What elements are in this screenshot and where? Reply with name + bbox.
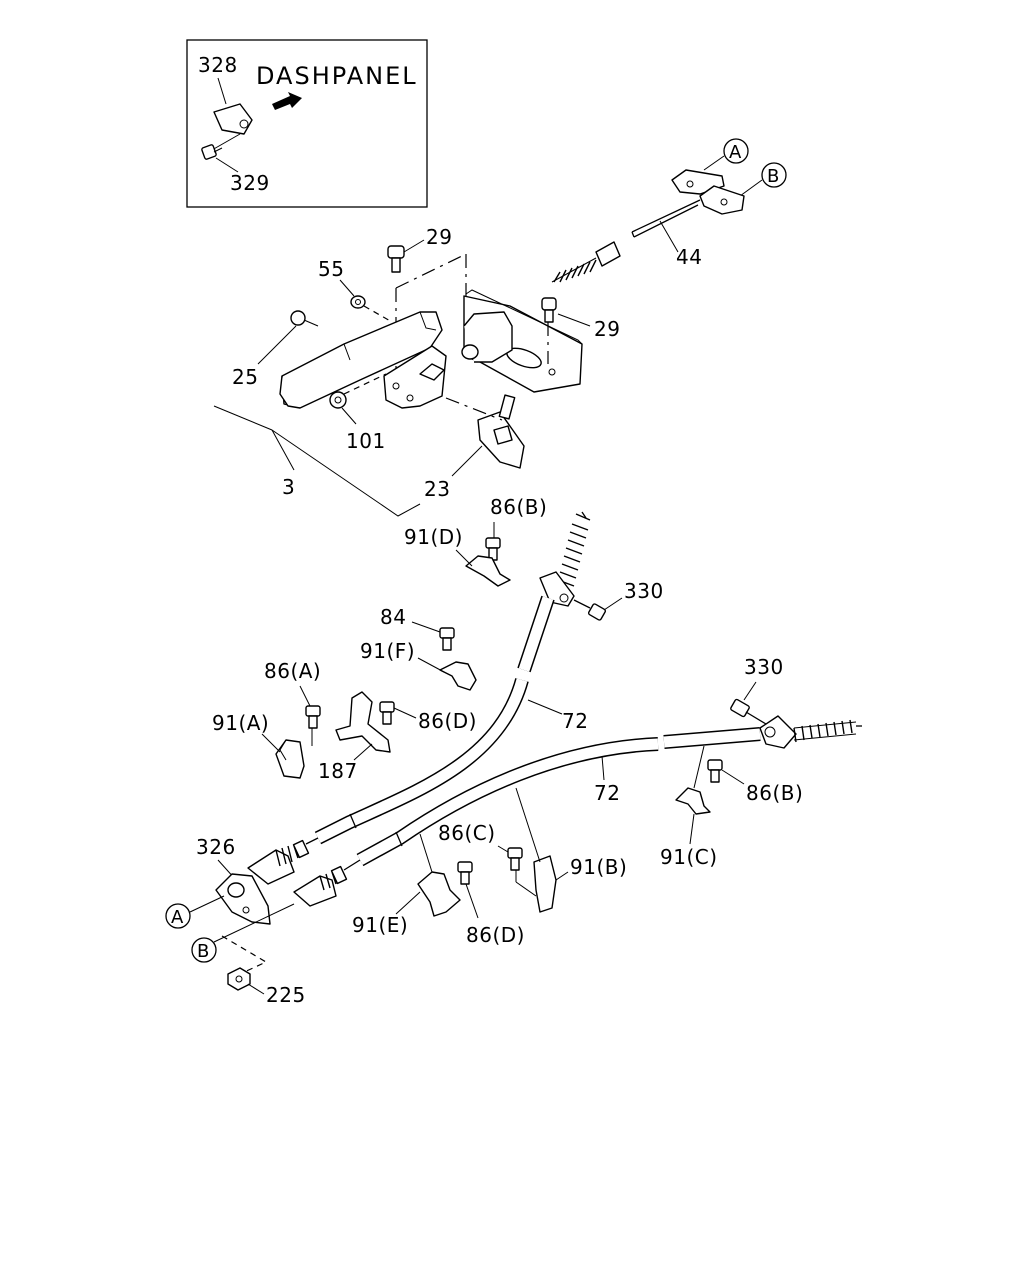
callout-91d: 91(D) [404, 525, 463, 549]
lower-cable-hardware: 86(C) 91(B) 91(E) 86(D) [352, 787, 627, 947]
callout-55: 55 [318, 257, 344, 281]
clip-91d [465, 555, 511, 587]
callout-91b: 91(B) [570, 855, 627, 879]
clip-91b [533, 855, 557, 913]
nut-225 [227, 967, 251, 991]
bolt-329 [201, 144, 223, 160]
callout-329: 329 [230, 171, 270, 195]
bolt-29-top [387, 245, 405, 273]
callout-29-right: 29 [594, 317, 620, 341]
bolt-86d-bottom [457, 861, 473, 885]
bracket-187 [335, 691, 391, 753]
dashpanel-bracket-328 [213, 103, 253, 135]
callout-187: 187 [318, 759, 358, 783]
cable-end-right [759, 715, 797, 749]
callout-23: 23 [424, 477, 450, 501]
callout-72-left: 72 [562, 709, 588, 733]
inset-title: DASHPANEL [256, 62, 418, 90]
callout-91f: 91(F) [360, 639, 415, 663]
callout-225: 225 [266, 983, 306, 1007]
equalizer-assembly: 326 A B 225 [165, 835, 361, 1007]
callout-86d-top: 86(D) [418, 709, 477, 733]
callout-330-top: 330 [624, 579, 664, 603]
callout-328: 328 [198, 53, 238, 77]
parking-brake-lever-assembly: 29 55 25 [213, 225, 620, 517]
direction-arrow-icon [272, 92, 302, 110]
bolt-86a [305, 705, 321, 729]
bolt-84 [439, 627, 455, 651]
right-cable-hardware: 86(B) 91(C) [660, 745, 803, 869]
callout-91a: 91(A) [212, 711, 269, 735]
bolt-330-top [573, 599, 607, 621]
callout-3: 3 [282, 475, 295, 499]
cable-end-fitting [595, 241, 621, 267]
callout-326: 326 [196, 835, 236, 859]
callout-72-right: 72 [594, 781, 620, 805]
ref-circle-b [761, 162, 787, 188]
svg-text:B: B [767, 166, 780, 187]
left-cable-hardware: 86(A) 91(A) 86(D) 187 [212, 659, 477, 783]
bolt-86d-top [379, 701, 395, 725]
ref-circle-b-bottom [191, 937, 217, 963]
callout-91e: 91(E) [352, 913, 408, 937]
clip-91e [417, 871, 461, 917]
equalizer-326 [215, 873, 271, 925]
callout-86b-top: 86(B) [490, 495, 547, 519]
inset-frame [186, 39, 428, 208]
callout-29-top: 29 [426, 225, 452, 249]
callout-86d-bottom: 86(D) [466, 923, 525, 947]
rear-cables-72: 72 72 330 [314, 595, 862, 867]
svg-text:A: A [729, 142, 742, 163]
pin-25 [290, 310, 319, 327]
callout-25: 25 [232, 365, 258, 389]
svg-text:A: A [171, 907, 184, 928]
cable-end-left-1 [247, 849, 295, 885]
front-cable-assembly: A B 44 [551, 138, 787, 283]
callout-44: 44 [676, 245, 702, 269]
ref-circle-a [723, 138, 749, 164]
clip-91c [675, 787, 711, 815]
clip-91a [275, 739, 305, 779]
lever-mount-bracket [383, 345, 447, 409]
callout-101: 101 [346, 429, 386, 453]
dashpanel-inset: DASHPANEL 328 329 [186, 39, 428, 208]
nut-101 [329, 391, 347, 409]
callout-84: 84 [380, 605, 406, 629]
cable-end-upper [539, 571, 575, 607]
bolt-86c [507, 847, 523, 871]
cable-end-left-2 [293, 875, 337, 907]
bolt-86b-top [485, 537, 501, 561]
washer-55 [350, 295, 366, 309]
callout-86a: 86(A) [264, 659, 321, 683]
callout-86b-right: 86(B) [746, 781, 803, 805]
callout-91c: 91(C) [660, 845, 718, 869]
bolt-330-right [730, 698, 767, 725]
bolt-29-right [541, 297, 557, 323]
bolt-86b-right [707, 759, 723, 783]
switch-23 [477, 394, 525, 469]
upper-cable-hardware: 86(B) 91(D) 330 84 91(F) [360, 495, 664, 691]
callout-330-right: 330 [744, 655, 784, 679]
clip-91f [439, 661, 477, 691]
svg-text:B: B [197, 941, 210, 962]
callout-86c: 86(C) [438, 821, 496, 845]
ref-circle-a-bottom [165, 903, 191, 929]
